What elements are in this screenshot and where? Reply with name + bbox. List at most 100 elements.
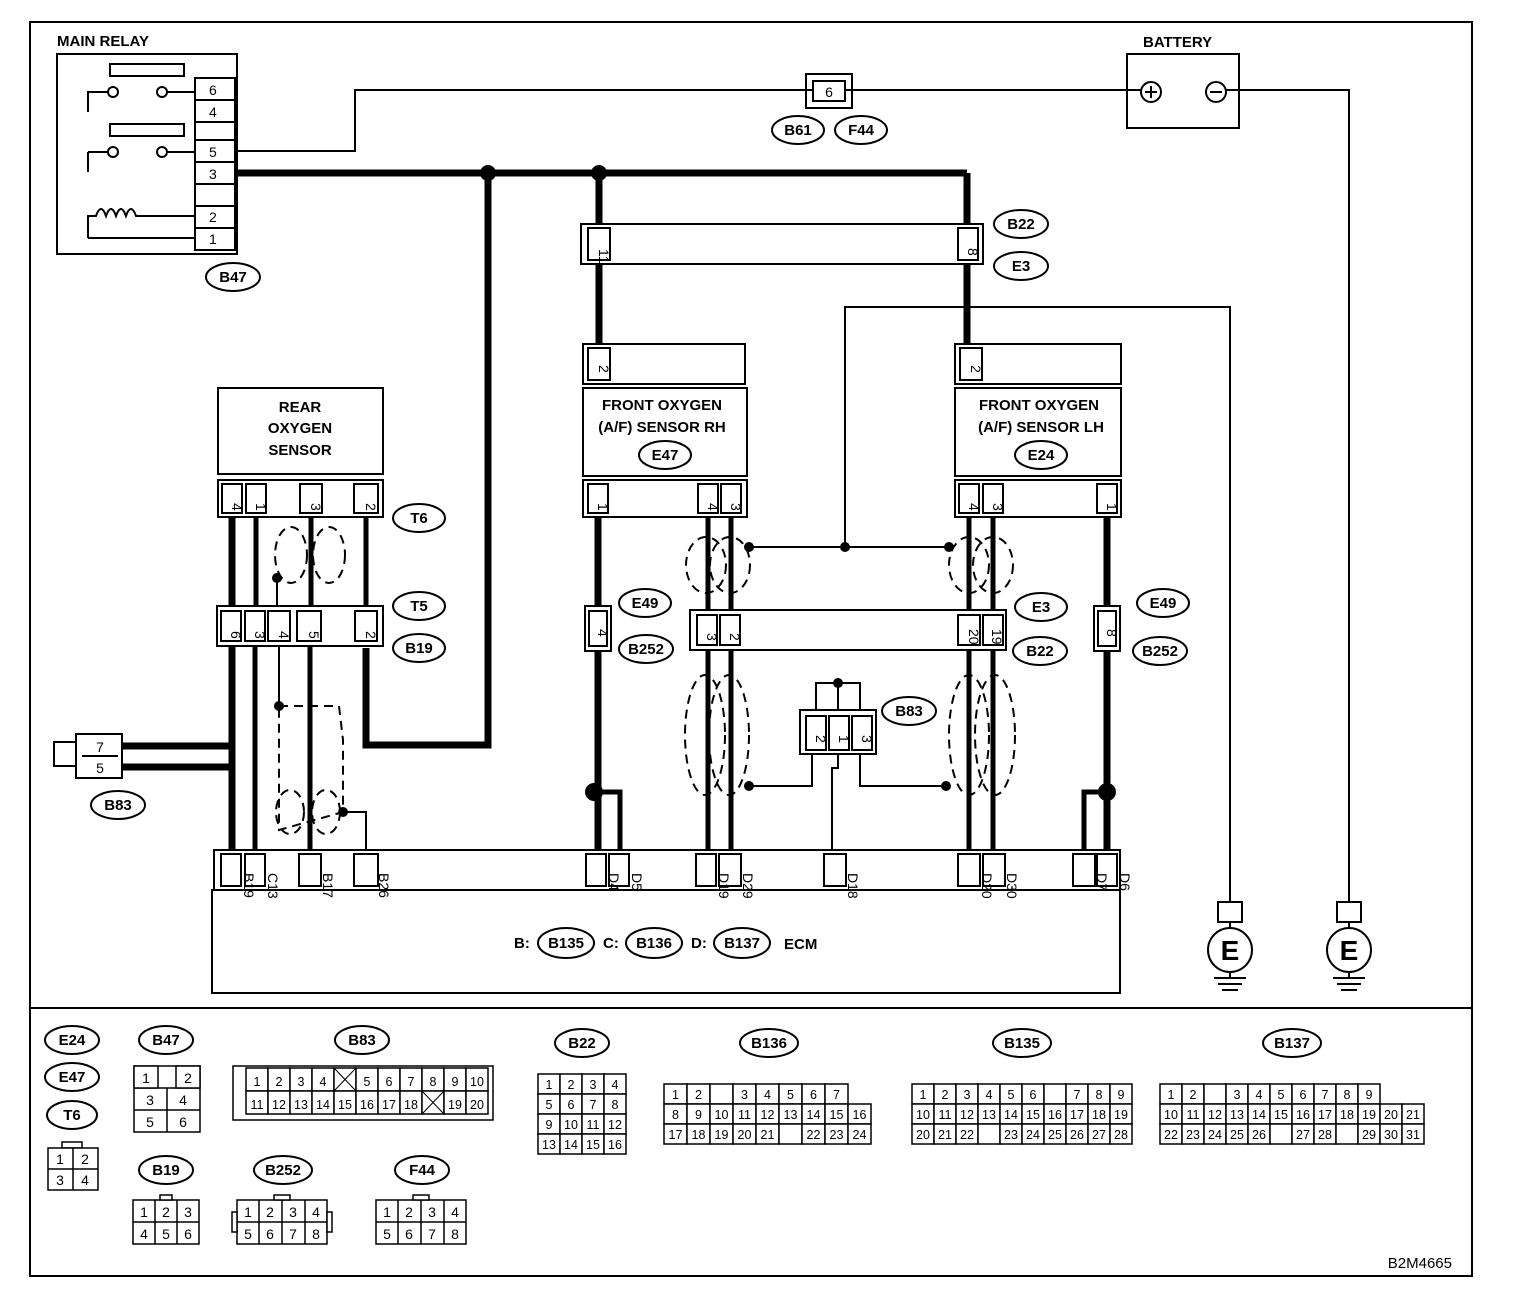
- svg-text:E49: E49: [1150, 595, 1177, 612]
- legend-pin-number: 16: [1296, 1108, 1310, 1122]
- svg-text:B252: B252: [1142, 643, 1178, 660]
- legend-pin-number: 2: [568, 1078, 575, 1092]
- svg-text:B22: B22: [1007, 216, 1035, 233]
- legend-pin-number: 9: [1118, 1088, 1125, 1102]
- svg-text:3: 3: [252, 631, 268, 639]
- legend-pin-number: 3: [1234, 1088, 1241, 1102]
- legend-pin-number: 28: [1318, 1128, 1332, 1142]
- legend-pin-number: 11: [939, 1108, 952, 1122]
- connector-e49-b252-lh: 8 E49 B252: [1093, 588, 1190, 666]
- svg-text:B:: B:: [514, 935, 530, 952]
- legend-pin-cell: [465, 1090, 489, 1115]
- legend-empty-cavity: [421, 1090, 445, 1115]
- legend-pin-number: 17: [382, 1098, 396, 1112]
- svg-text:1: 1: [56, 1151, 64, 1167]
- legend-pin-number: 17: [1070, 1108, 1084, 1122]
- svg-text:1: 1: [383, 1204, 391, 1220]
- legend-pin-number: 7: [1322, 1088, 1329, 1102]
- svg-text:3: 3: [56, 1172, 64, 1188]
- svg-text:D7: D7: [1094, 873, 1110, 891]
- svg-text:3: 3: [184, 1204, 192, 1220]
- legend: E24 E47 T6 1 2 3 4 B47 1 2 3 4: [44, 1025, 1452, 1272]
- legend-pin-number: 3: [590, 1078, 597, 1092]
- battery: BATTERY: [1126, 34, 1240, 129]
- svg-text:6: 6: [825, 84, 833, 100]
- svg-text:6: 6: [184, 1226, 192, 1242]
- legend-pin-number: 11: [738, 1108, 751, 1122]
- svg-text:6: 6: [209, 82, 217, 98]
- svg-text:E24: E24: [1028, 447, 1055, 464]
- b47-tag: [205, 262, 261, 292]
- svg-text:1: 1: [595, 503, 611, 511]
- svg-text:D29: D29: [740, 873, 756, 899]
- svg-text:1: 1: [1104, 503, 1120, 511]
- legend-pin-number: 14: [807, 1108, 821, 1122]
- svg-text:B26: B26: [376, 873, 392, 898]
- svg-text:4: 4: [179, 1092, 187, 1108]
- legend-pin-cell: [977, 1123, 1001, 1145]
- legend-pin-number: 7: [1074, 1088, 1081, 1102]
- legend-pin-number: 24: [1208, 1128, 1222, 1142]
- svg-text:B61: B61: [784, 122, 812, 139]
- svg-text:REAR: REAR: [279, 399, 322, 416]
- svg-text:4: 4: [705, 503, 721, 511]
- svg-text:D18: D18: [845, 873, 861, 899]
- svg-text:B22: B22: [1026, 643, 1054, 660]
- legend-pin-number: 18: [692, 1128, 706, 1142]
- legend-pin-number: 5: [787, 1088, 794, 1102]
- legend-f44-face: 1 2 3 4 5 6 7 8: [375, 1194, 467, 1245]
- svg-text:B19: B19: [152, 1162, 180, 1179]
- legend-pin-number: 20: [916, 1128, 930, 1142]
- legend-pin-cell: [1335, 1123, 1359, 1145]
- legend-pin-number: 2: [276, 1075, 283, 1089]
- legend-pin-number: 9: [1366, 1088, 1373, 1102]
- legend-pin-number: 19: [715, 1128, 729, 1142]
- connector-t5-b19: 6 3 4 5 2 T5 B19: [216, 591, 446, 663]
- legend-pin-number: 15: [1026, 1108, 1040, 1122]
- legend-pin-number: 3: [964, 1088, 971, 1102]
- svg-text:4: 4: [312, 1204, 320, 1220]
- legend-pin-number: 10: [916, 1108, 930, 1122]
- svg-text:8: 8: [965, 248, 981, 256]
- svg-text:D6: D6: [1117, 873, 1133, 891]
- svg-text:B47: B47: [219, 269, 247, 286]
- svg-text:19: 19: [989, 629, 1005, 645]
- legend-pin-number: 31: [1406, 1128, 1420, 1142]
- legend-pin-number: 8: [430, 1075, 437, 1089]
- svg-text:7: 7: [289, 1226, 297, 1242]
- svg-text:B136: B136: [636, 935, 672, 952]
- legend-pin-number: 14: [564, 1138, 578, 1152]
- svg-text:FRONT OXYGEN: FRONT OXYGEN: [602, 397, 722, 414]
- svg-text:D19: D19: [716, 873, 732, 899]
- legend-pin-number: 22: [1164, 1128, 1178, 1142]
- legend-pin-number: 25: [1048, 1128, 1062, 1142]
- svg-text:B252: B252: [265, 1162, 301, 1179]
- legend-pin-number: 12: [272, 1098, 286, 1112]
- svg-text:2: 2: [596, 365, 612, 373]
- legend-pin-number: 3: [741, 1088, 748, 1102]
- connector-e49-b252-rh: 4 E49 B252: [584, 588, 674, 664]
- fuse-connector: 6 B61 F44: [771, 73, 888, 145]
- svg-text:E3: E3: [1012, 258, 1030, 275]
- legend-t6-face: 1 2 3 4: [47, 1141, 99, 1191]
- legend-pin-number: 4: [612, 1078, 619, 1092]
- svg-text:20: 20: [966, 629, 982, 645]
- legend-b19-face: 1 2 3 4 5 6: [132, 1194, 200, 1245]
- rear-sensor-harness: [228, 517, 369, 607]
- legend-pin-number: 6: [1030, 1088, 1037, 1102]
- legend-pin-number: 20: [1384, 1108, 1398, 1122]
- svg-text:D20: D20: [979, 873, 995, 899]
- legend-pin-number: 5: [364, 1075, 371, 1089]
- connector-b83-left: 7 5 B83: [53, 733, 236, 852]
- relay-pin-column: 6 4 5 3 2 1: [194, 77, 236, 251]
- svg-text:8: 8: [312, 1226, 320, 1242]
- svg-text:B137: B137: [1274, 1035, 1310, 1052]
- legend-pin-number: 13: [982, 1108, 996, 1122]
- front-oxygen-sensor-rh: 2 FRONT OXYGEN (A/F) SENSOR RH E47 1 4 3: [582, 343, 748, 518]
- svg-text:B136: B136: [751, 1035, 787, 1052]
- svg-text:5: 5: [244, 1226, 252, 1242]
